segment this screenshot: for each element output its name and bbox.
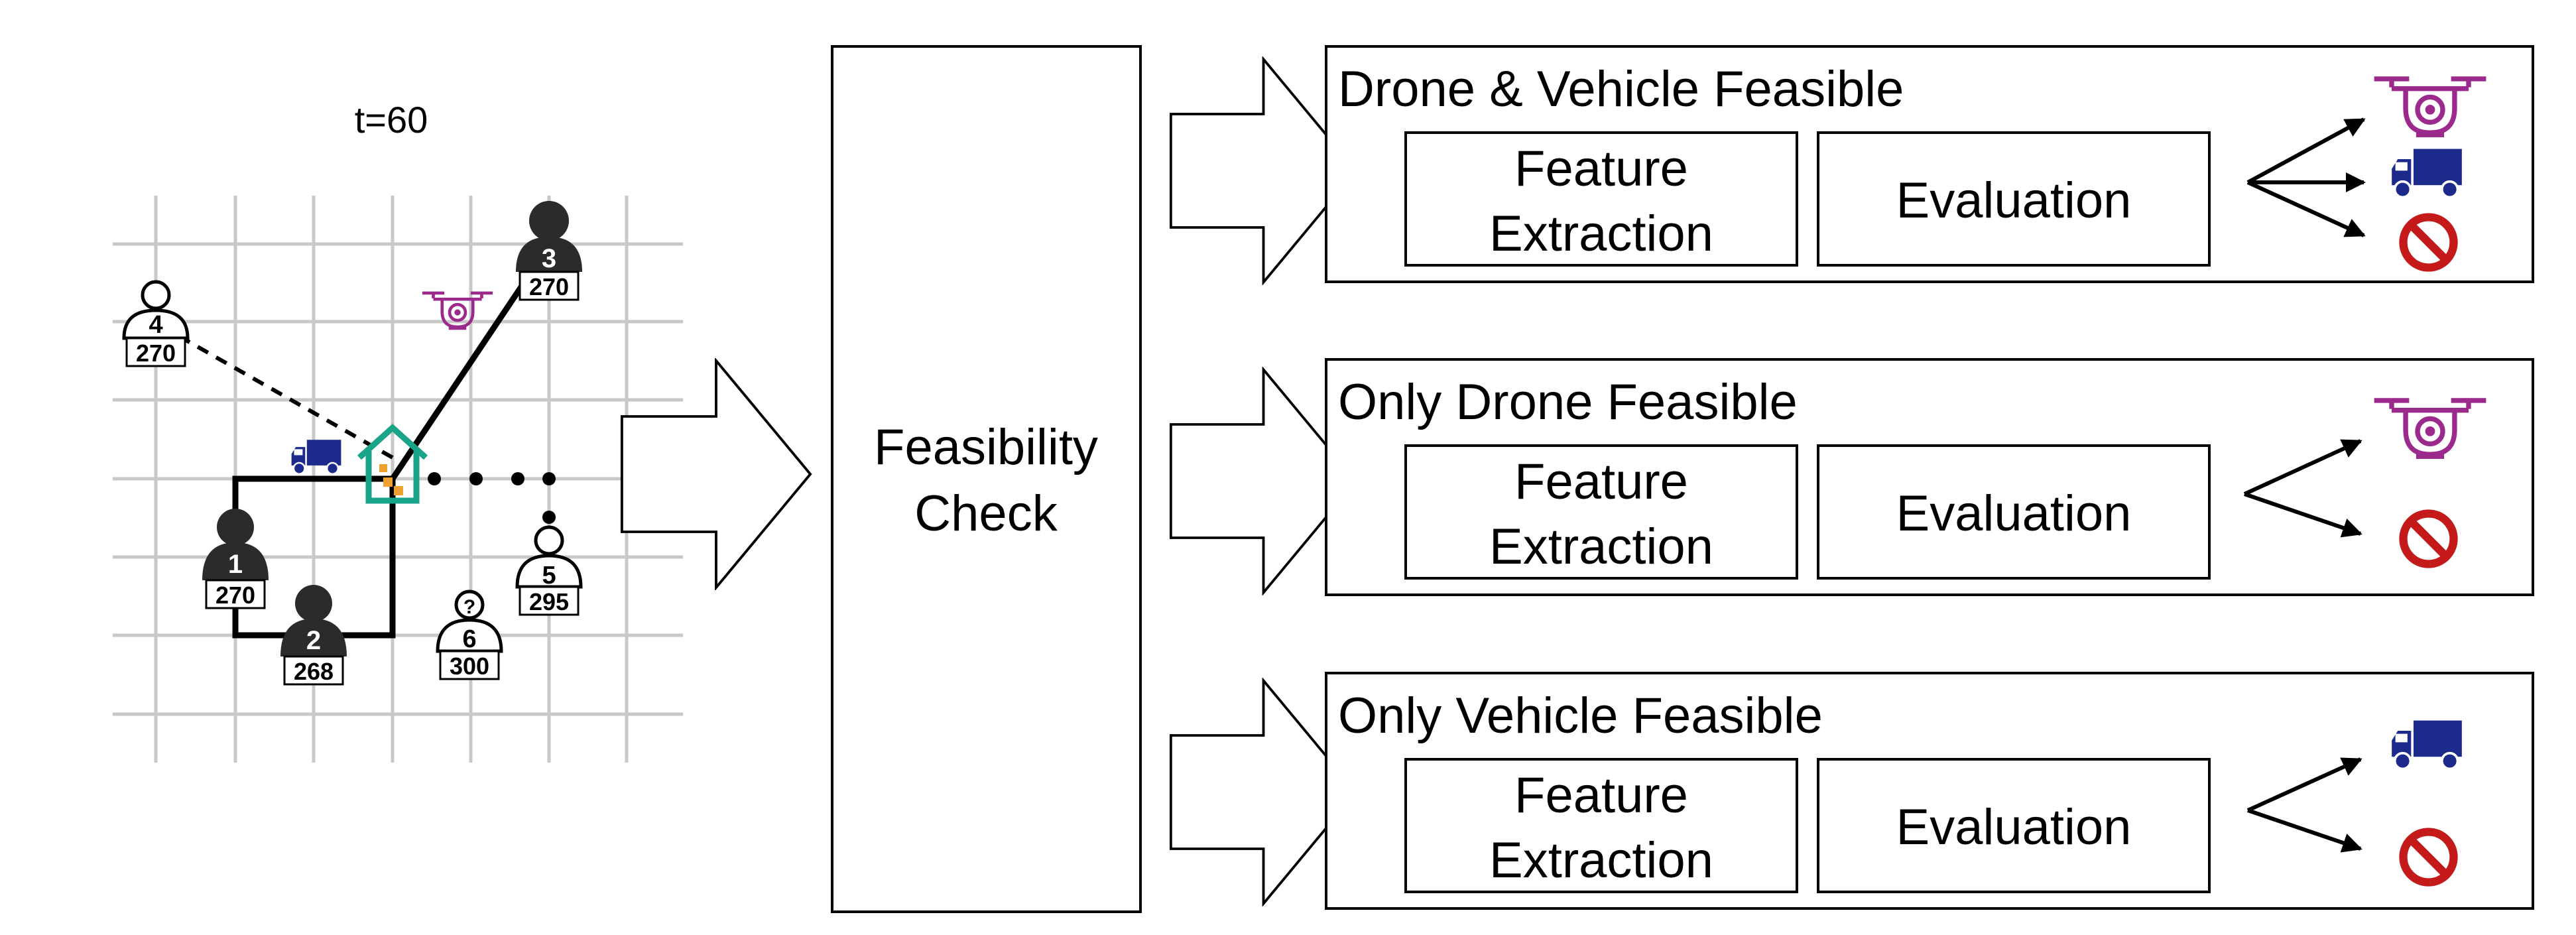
customer-3-id: 3 bbox=[542, 244, 556, 273]
customer-5: 5 295 bbox=[515, 525, 583, 616]
panel-drone-vehicle: Drone & Vehicle Feasible Feature Extract… bbox=[1325, 45, 2534, 283]
customer-5-value: 295 bbox=[529, 588, 569, 615]
panel-only-drone: Only Drone Feasible Feature Extraction E… bbox=[1325, 358, 2534, 596]
map-truck-icon bbox=[290, 438, 342, 475]
panel-1-feature-extraction: Feature Extraction bbox=[1404, 131, 1798, 267]
panel-2-evaluation: Evaluation bbox=[1817, 444, 2211, 580]
customer-6-mark: ? bbox=[463, 596, 475, 618]
feasibility-line1: Feasibility bbox=[874, 419, 1098, 475]
panel-3-evaluation-label: Evaluation bbox=[1896, 799, 2132, 855]
panel-2-feature-line1: Feature bbox=[1514, 454, 1688, 510]
panel-2-choice-arrows bbox=[2243, 439, 2362, 538]
panel-2-feature-line2: Extraction bbox=[1489, 519, 1713, 575]
customer-6-id: 6 bbox=[462, 625, 476, 653]
customer-6-value: 300 bbox=[450, 653, 489, 680]
delivery-map: t=60 bbox=[113, 99, 683, 763]
customer-4-value: 270 bbox=[136, 340, 176, 367]
customer-2-value: 268 bbox=[294, 658, 334, 685]
customer-2-id: 2 bbox=[306, 626, 321, 655]
customer-1: 1 270 bbox=[202, 509, 269, 609]
customer-3: 3 270 bbox=[516, 201, 582, 301]
customer-2: 2 268 bbox=[280, 585, 347, 686]
panel-1-title: Drone & Vehicle Feasible bbox=[1338, 61, 1904, 117]
panel-1-evaluation: Evaluation bbox=[1817, 131, 2211, 267]
panel-1-choice-arrows bbox=[2246, 117, 2366, 237]
pending-route-5 bbox=[428, 472, 556, 524]
panel-3-evaluation: Evaluation bbox=[1817, 758, 2211, 893]
panel-1-feature-line2: Extraction bbox=[1489, 206, 1713, 262]
customer-3-value: 270 bbox=[529, 273, 569, 300]
customer-1-id: 1 bbox=[228, 550, 243, 579]
customer-4-id: 4 bbox=[149, 311, 162, 339]
customer-1-value: 270 bbox=[215, 582, 255, 609]
panel-2-evaluation-label: Evaluation bbox=[1896, 485, 2132, 542]
feasibility-line2: Check bbox=[914, 485, 1058, 542]
pending-route-4 bbox=[158, 323, 394, 460]
time-label: t=60 bbox=[355, 99, 428, 141]
depot-icon bbox=[357, 423, 428, 504]
panel-1-evaluation-label: Evaluation bbox=[1896, 172, 2132, 229]
panel-3-feature-line1: Feature bbox=[1514, 767, 1688, 824]
panel-3-feature-line2: Extraction bbox=[1489, 832, 1713, 889]
panel-2-feature-extraction: Feature Extraction bbox=[1404, 444, 1798, 580]
feasibility-check-box: Feasibility Check bbox=[831, 45, 1142, 913]
truck-route bbox=[232, 475, 396, 639]
customer-4: 4 270 bbox=[122, 280, 190, 367]
map-grid bbox=[113, 196, 683, 763]
panel-2-title: Only Drone Feasible bbox=[1338, 374, 1798, 430]
arrow-to-feasibility bbox=[620, 359, 812, 590]
panel-3-feature-extraction: Feature Extraction bbox=[1404, 758, 1798, 893]
panel-only-vehicle: Only Vehicle Feasible Feature Extraction… bbox=[1325, 672, 2534, 910]
panel-3-title: Only Vehicle Feasible bbox=[1338, 688, 1823, 744]
customer-6: ? 6 300 bbox=[436, 590, 503, 680]
panel-1-feature-line1: Feature bbox=[1514, 141, 1688, 197]
panel-3-choice-arrows bbox=[2246, 757, 2362, 853]
customer-5-id: 5 bbox=[542, 562, 556, 590]
